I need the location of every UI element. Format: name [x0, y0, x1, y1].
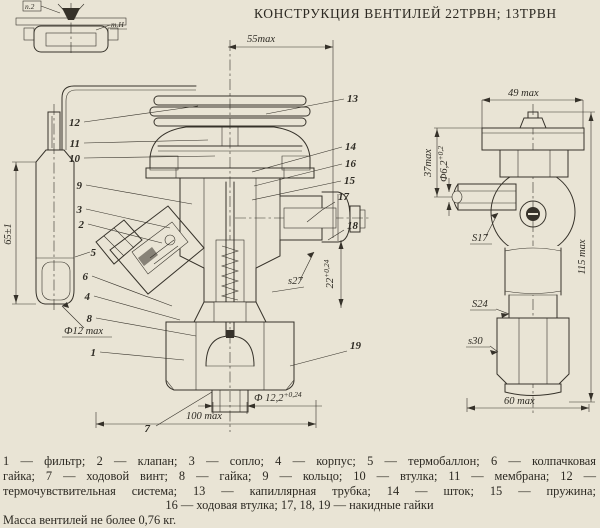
dim-outlet-flats: s27	[271, 251, 315, 293]
dim-hole-dia-label: Ф6,2+0,2	[436, 146, 450, 182]
dim-bottom-width: 60 max	[466, 396, 590, 412]
stem-channel	[215, 239, 245, 305]
technical-drawing: п.2 т.Н	[3, 0, 595, 435]
capillary-tube	[61, 85, 197, 151]
bottom-assembly	[165, 301, 295, 413]
side-hex-nut-bottom	[496, 317, 570, 396]
mass-note: Масса вентилей не более 0,76 кг.	[3, 513, 177, 528]
callout: 2	[78, 219, 85, 231]
dim-outlet-depth-label: 22+0,24	[322, 259, 336, 288]
callouts-left: 12 11 10 9 3 2 5 6 4 8 1 7	[69, 105, 216, 435]
callout: 1	[91, 347, 97, 359]
callout: 13	[347, 93, 359, 105]
callout: 16	[345, 158, 357, 170]
callout: 10	[69, 153, 81, 165]
dim-bulb-dia-label: Ф12 max	[64, 326, 103, 337]
inlet-nut	[95, 219, 143, 265]
callout: 11	[70, 138, 80, 150]
dim-bulb-height-label: 65±1	[3, 223, 14, 245]
valve-ball	[164, 234, 176, 246]
detail-top-view: п.2 т.Н	[15, 0, 127, 55]
side-neck	[508, 294, 558, 319]
callout: 7	[145, 423, 151, 435]
callout: 18	[347, 220, 359, 232]
port-hole	[451, 190, 463, 204]
outlet-nut	[321, 191, 366, 243]
callout: 5	[91, 247, 97, 259]
dim-flats-24: S24	[470, 299, 510, 318]
dim-top-height: 37max	[423, 127, 482, 198]
page-title: КОНСТРУКЦИЯ ВЕНТИЛЕЙ 22ТРВН; 13ТРВН	[254, 6, 557, 21]
dim-bulb-height: 65±1	[3, 161, 36, 305]
side-cylinder	[504, 246, 562, 296]
callout: 3	[76, 204, 83, 216]
dim-spigot-dia-label: Ф 12,2+0,24	[254, 390, 302, 404]
detail-label-b: т.Н	[111, 20, 124, 29]
thermo-head	[145, 95, 315, 179]
callout: 6	[83, 271, 89, 283]
side-boss	[519, 200, 547, 228]
callout: 4	[84, 291, 91, 303]
dim-top-width-label: 55max	[247, 34, 275, 45]
dim-outlet-flats-label: s27	[288, 276, 303, 287]
callout: 9	[77, 180, 83, 192]
outlet-bore	[283, 207, 337, 229]
detail-label-a: п.2	[25, 2, 35, 11]
side-port	[451, 183, 517, 211]
dim-total-height: 115 max	[540, 111, 595, 403]
thermal-bulb	[35, 104, 75, 312]
legend-line: 16 — ходовая втулка; 17, 18, 19 — накидн…	[165, 498, 434, 513]
dim-bulb-dia: Ф12 max	[61, 302, 112, 338]
filter	[138, 247, 158, 266]
dim-flange-width: 49 max	[481, 88, 584, 128]
parts-legend: 1 — фильтр; 2 — клапан; 3 — сопло; 4 — к…	[3, 454, 596, 528]
dim-hole-dia: Ф6,2+0,2	[436, 146, 452, 216]
dome-cavity	[205, 335, 255, 367]
legend-line: термочувствительная система; 13 — капилл…	[3, 483, 596, 498]
detail-lug-right	[107, 27, 119, 41]
legend-line: 1 — фильтр; 2 — клапан; 3 — сопло; 4 — к…	[3, 454, 596, 468]
main-section-view: 55max 65±1 Ф12 max s27	[3, 34, 370, 435]
dim-flats-17-label: S17	[472, 233, 489, 244]
callouts-right: 13 14 16 15 17 18 19	[251, 93, 362, 367]
callout: 17	[338, 191, 350, 203]
legend-line: гайка; 7 — ходовой винт; 8 — гайка; 9 — …	[3, 468, 596, 483]
callout: 15	[344, 175, 356, 187]
dim-flats-30: s30	[466, 336, 499, 355]
dim-total-width-label: 100 max	[186, 411, 222, 422]
side-external-view: 49 max 37max Ф6,2+0,2 S17 S2	[423, 88, 595, 414]
detail-center-blob	[62, 8, 80, 20]
callout: 8	[87, 313, 93, 325]
dim-spigot-dia: Ф 12,2+0,24	[198, 390, 322, 414]
dim-bottom-width-label: 60 max	[504, 396, 535, 407]
dim-top-width: 55max	[228, 34, 334, 238]
dim-flats-30-label: s30	[468, 336, 483, 347]
inlet-assembly	[95, 205, 205, 295]
stem-tip	[226, 330, 234, 338]
detail-leader-line	[70, 3, 85, 19]
detail-label-b-leader	[95, 24, 111, 31]
detail-lug-left	[23, 27, 35, 41]
side-hex-nut-top	[499, 149, 569, 178]
dim-total-width: 100 max	[95, 400, 317, 428]
dim-total-height-label: 115 max	[577, 239, 588, 274]
callout: 12	[69, 117, 81, 129]
callout: 14	[345, 141, 357, 153]
detail-body-inner	[45, 32, 97, 47]
dim-flange-width-label: 49 max	[508, 88, 539, 99]
spring	[220, 245, 240, 301]
callout: 19	[350, 340, 362, 352]
detail-label-a-leader	[40, 5, 61, 14]
dim-outlet-depth: 22+0,24	[322, 240, 344, 308]
dim-flats-24-label: S24	[472, 299, 489, 310]
dim-top-height-label: 37max	[423, 149, 434, 178]
dim-flats-17: S17	[470, 212, 499, 245]
valve-body	[179, 177, 337, 338]
detail-leader-line	[57, 3, 72, 19]
